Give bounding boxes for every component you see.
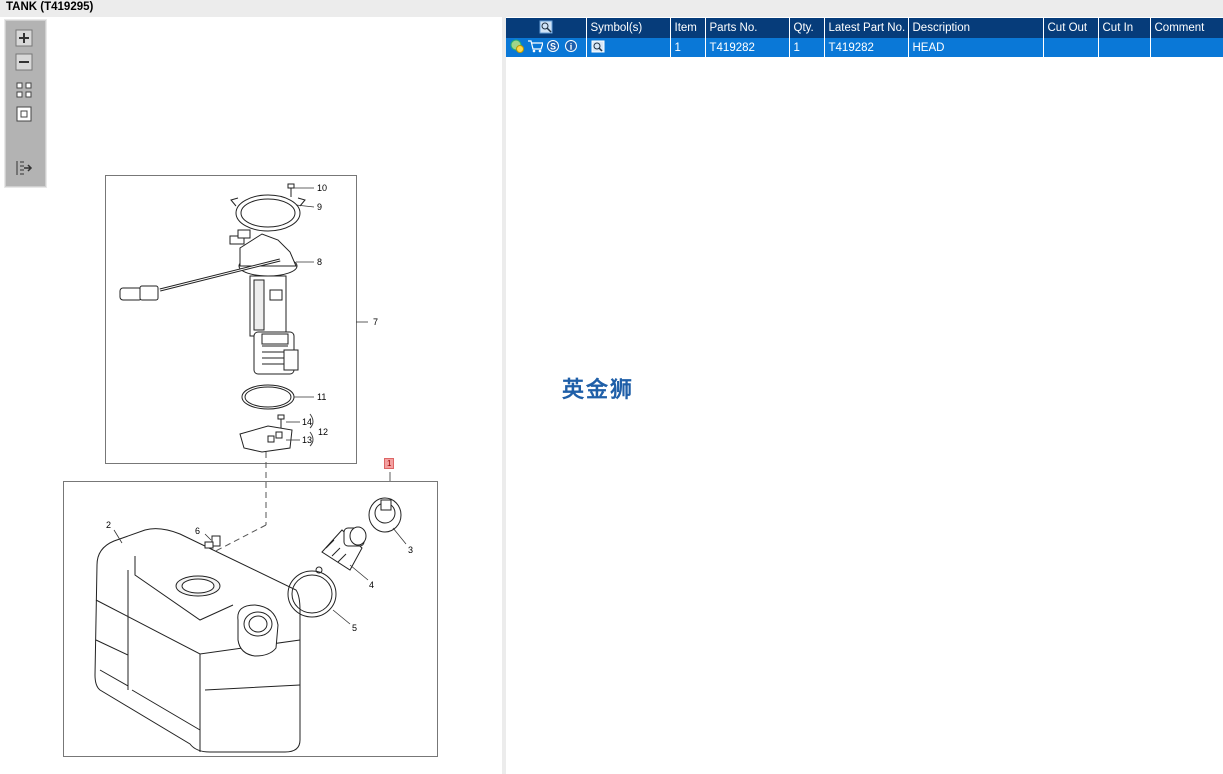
col-parts-no[interactable]: Parts No. <box>705 18 790 38</box>
magnifier-view-icon[interactable] <box>539 20 553 37</box>
fit-all-icon[interactable] <box>15 81 33 99</box>
cell-cut-in <box>1098 38 1151 57</box>
filler-neck-part <box>321 526 367 571</box>
globe-icon[interactable] <box>510 39 524 56</box>
cell-cut-out <box>1043 38 1099 57</box>
callout-label: 5 <box>352 623 358 633</box>
gasket-part <box>287 566 337 618</box>
supersession-icon[interactable]: S <box>546 39 560 56</box>
lock-ring-part <box>230 194 306 232</box>
col-symbols[interactable]: Symbol(s) <box>586 18 671 38</box>
export-icon[interactable] <box>15 159 33 177</box>
filler-cap-part <box>368 497 402 533</box>
col-cut-out[interactable]: Cut Out <box>1043 18 1099 38</box>
row-action-icons: S i <box>506 38 587 57</box>
callout-label: 14 <box>302 417 313 427</box>
callout-label: 12 <box>318 427 329 437</box>
cell-item: 1 <box>670 38 706 57</box>
callout-label: 11 <box>317 392 327 402</box>
cart-icon[interactable] <box>527 39 545 56</box>
fitting-part <box>204 535 221 549</box>
cell-description: HEAD <box>908 38 1044 57</box>
fit-window-icon[interactable] <box>15 105 33 123</box>
callout-label: 13 <box>302 435 313 445</box>
callout-highlight[interactable]: 1 <box>384 458 395 469</box>
pane-splitter[interactable] <box>502 17 506 774</box>
col-item[interactable]: Item <box>670 18 706 38</box>
info-icon[interactable]: i <box>564 39 578 56</box>
o-ring-part <box>241 384 295 410</box>
callout-label: 9 <box>317 202 323 212</box>
tank-part <box>94 528 301 753</box>
cell-parts-no[interactable]: T419282 <box>705 38 790 57</box>
callout-label: 3 <box>408 545 414 555</box>
zoom-out-icon[interactable] <box>15 53 33 71</box>
svg-text:i: i <box>569 42 572 52</box>
zoom-in-icon[interactable] <box>15 29 33 47</box>
col-cut-in[interactable]: Cut In <box>1098 18 1151 38</box>
svg-text:S: S <box>550 42 556 52</box>
exploded-parts-diagram <box>63 175 438 757</box>
col-qty[interactable]: Qty. <box>789 18 825 38</box>
window-title: TANK (T419295) <box>0 0 1223 17</box>
parts-list-pane: Symbol(s) Item Parts No. Qty. Latest Par… <box>506 17 1223 774</box>
zoom-toolbar <box>5 20 46 187</box>
table-row[interactable]: S i 1 T419282 1 T419282 HEAD <box>506 38 1223 57</box>
callout-label: 6 <box>195 526 201 536</box>
callout-label: 7 <box>373 317 379 327</box>
cell-qty: 1 <box>789 38 825 57</box>
col-comment[interactable]: Comment <box>1150 18 1223 38</box>
cell-comment <box>1150 38 1223 57</box>
callout-label: 10 <box>317 183 328 193</box>
document-view-icon[interactable] <box>591 40 605 56</box>
col-latest-part-no[interactable]: Latest Part No. <box>824 18 909 38</box>
view-column-header[interactable] <box>506 18 587 38</box>
watermark-text: 英金狮 <box>562 378 635 403</box>
cell-symbol[interactable] <box>586 38 671 57</box>
callout-label: 8 <box>317 257 323 267</box>
callout-label: 4 <box>369 580 375 590</box>
table-header-row: Symbol(s) Item Parts No. Qty. Latest Par… <box>506 18 1223 38</box>
pump-head-part <box>119 229 299 375</box>
callout-label: 2 <box>106 520 112 530</box>
sensor-part <box>239 414 293 453</box>
cell-latest-part-no[interactable]: T419282 <box>824 38 909 57</box>
diagram-pane[interactable]: 10 9 8 7 11 14 12 13 1 2 6 3 4 5 <box>0 17 502 774</box>
parts-table: Symbol(s) Item Parts No. Qty. Latest Par… <box>506 18 1223 57</box>
col-description[interactable]: Description <box>908 18 1044 38</box>
screw-part <box>287 183 295 197</box>
